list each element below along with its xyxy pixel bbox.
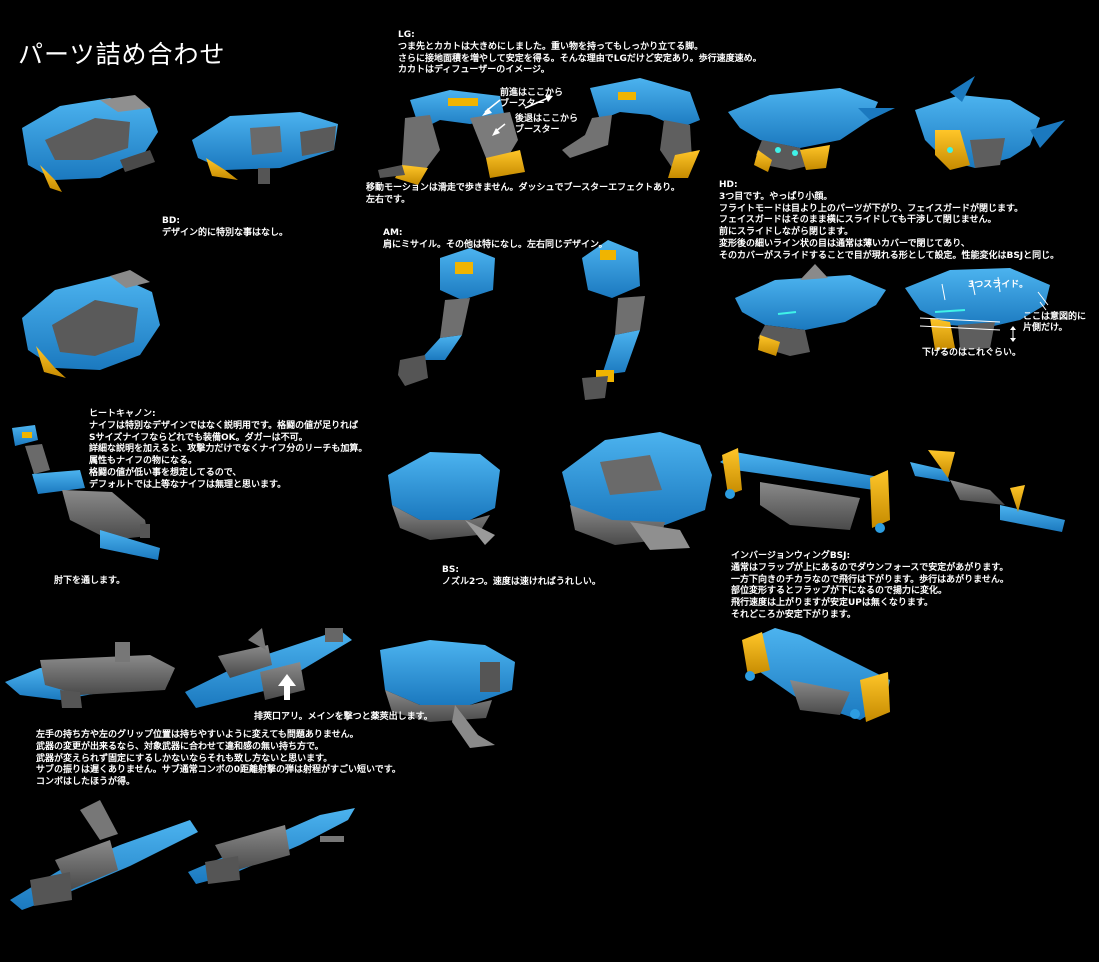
page-title: パーツ詰め合わせ [18,40,226,69]
hd-head-view-1 [728,88,895,172]
bsj-wing-view-2 [910,450,1065,532]
bs-booster-view-2 [562,432,712,550]
lg-legs-view-2 [562,78,700,178]
heat-cannon-note: ヒートキャノン: ナイフは特別なデザインではなく説明用です。格闘の値が足りれば … [89,409,368,490]
bd-body-view-2 [192,112,338,184]
heat-cannon-view-1 [12,425,160,560]
bs-booster-view-1 [388,452,500,545]
weapon-view-1 [5,642,175,708]
bsj-note: インバージョンウィングBSJ: 通常はフラップが上にあるのでダウンフォースで安定… [731,551,1009,620]
bsj-wing-view-1 [720,448,890,533]
lg-note: LG: つま先とカカトは大きめにしました。重い物を持ってもしっかり立てる脚。 さ… [398,30,762,76]
hd-flight-view-2 [905,268,1050,350]
weapon-view-5 [188,808,355,884]
lg-back-booster-label: 後退はここから ブースター [515,114,579,135]
bd-body-view-1 [22,95,158,192]
bsj-wing-view-3 [742,628,890,722]
lg-motion-note: 移動モーションは滑走で歩きません。ダッシュでブースターエフェクトあり。 左右です… [366,183,680,205]
bd-note: BD: デザイン的に特別な事はなし。 [162,216,289,238]
elbow-note: 肘下を通します。 [54,576,126,586]
am-arm-view-2 [582,240,645,400]
hd-lower-label: 下げるのはこれぐらい。 [922,348,1022,358]
weapon-view-2 [185,628,352,708]
am-note: AM: 肩にミサイル。その他は特になし。左右同じデザイン。 [383,228,608,250]
hd-flight-view-1 [735,264,886,356]
lg-front-booster-label: 前進はここから ブースター [500,88,564,109]
am-arm-view-1 [398,248,495,386]
bs-note: BS: ノズル2つ。速度は速ければうれしい。 [442,565,601,587]
ejector-note: 排莢口アリ。メインを撃つと薬莢出します。 [254,712,433,722]
bd-body-view-3 [22,270,160,378]
lg-legs-view-1 [378,90,525,185]
annotation-arrows [278,95,1047,700]
weapon-view-4 [10,800,198,910]
hd-intentional-label: ここは意図的に 片側だけ。 [1023,312,1087,333]
weapon-view-3 [380,640,515,748]
hd-slide-label: 3つスライド。 [968,280,1029,290]
grip-note: 左手の持ち方や左のグリップ位置は持ちやすいように変えても問題ありません。 武器の… [36,730,401,788]
hd-head-view-2 [915,76,1065,170]
hd-note: HD: 3つ目です。やっぱり小顔。 フライトモードは目より上のパーツが下がり、フ… [719,180,1060,261]
